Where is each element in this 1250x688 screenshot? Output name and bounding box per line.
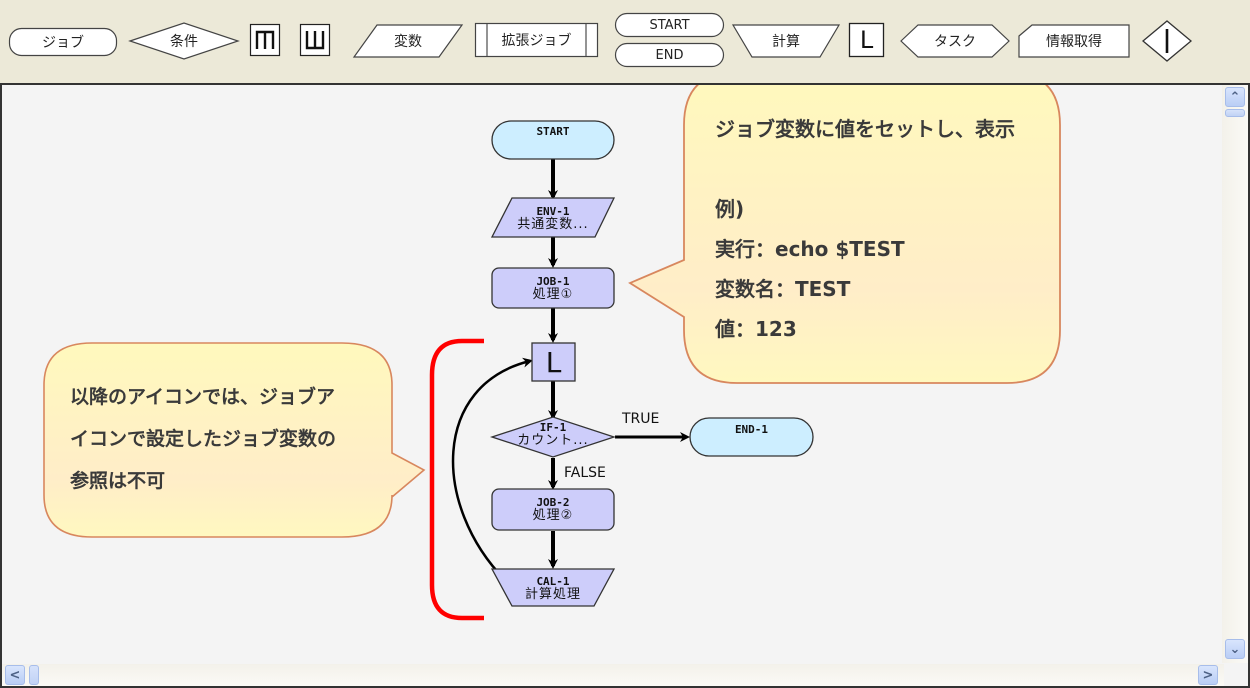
node-if1[interactable] bbox=[489, 416, 617, 458]
node-job2[interactable] bbox=[491, 488, 615, 531]
callout-left-line: 以降のアイコンでは、ジョブア bbox=[70, 386, 336, 408]
node-if1-title: IF-1 bbox=[539, 421, 567, 434]
extended-job-icon bbox=[474, 22, 599, 58]
start-terminal-icon bbox=[614, 12, 725, 38]
vertical-scrollbar[interactable]: ⌃ ⌄ bbox=[1222, 85, 1248, 663]
palette-start-label: START bbox=[649, 17, 690, 33]
node-cal1-label: CAL-1 計算処理 bbox=[502, 569, 604, 607]
node-cal1[interactable] bbox=[490, 568, 616, 607]
chevron-down-icon: ⌄ bbox=[1229, 641, 1241, 657]
callout-top-line: 実行：echo $TEST bbox=[715, 237, 905, 261]
job-rounded-rect-icon bbox=[8, 27, 118, 57]
chevron-left-icon: < bbox=[9, 667, 21, 683]
variable-parallelogram-icon bbox=[352, 24, 464, 58]
palette-extended-job-label: 拡張ジョブ bbox=[501, 33, 572, 49]
node-start-label: START bbox=[492, 121, 614, 141]
horizontal-scrollbar[interactable]: < > bbox=[2, 664, 1224, 686]
palette-calculation[interactable]: 計算 bbox=[731, 24, 841, 58]
callout-top-line bbox=[715, 153, 1015, 193]
node-loop-title: L bbox=[545, 345, 562, 379]
scroll-left-button[interactable]: < bbox=[5, 665, 25, 685]
palette-task-label: タスク bbox=[934, 34, 976, 50]
node-job1[interactable] bbox=[491, 267, 615, 309]
loop-end-bracket-icon bbox=[299, 23, 331, 57]
scroll-right-button[interactable]: > bbox=[1198, 665, 1218, 685]
node-start[interactable] bbox=[491, 120, 615, 160]
node-job1-label: JOB-1 処理① bbox=[492, 269, 614, 307]
chevron-up-icon: ⌃ bbox=[1229, 89, 1241, 105]
info-get-icon bbox=[1018, 24, 1130, 58]
palette-info-get-label: 情報取得 bbox=[1046, 34, 1102, 50]
palette-job-label: ジョブ bbox=[42, 35, 84, 51]
node-start-title: START bbox=[536, 124, 570, 138]
loop-scope-bracket bbox=[429, 338, 484, 621]
node-env1-label: ENV-1 共通変数... bbox=[497, 199, 609, 237]
callout-left-line: 参照は不可 bbox=[70, 470, 166, 492]
chevron-right-icon: > bbox=[1202, 667, 1214, 683]
vertical-scroll-thumb[interactable] bbox=[1225, 109, 1245, 117]
node-job2-sub: 処理② bbox=[532, 508, 574, 523]
node-env1-sub: 共通変数... bbox=[517, 217, 589, 232]
node-cal1-sub: 計算処理 bbox=[524, 587, 581, 602]
loop-icon bbox=[848, 22, 885, 58]
edge-cal1-loop-back bbox=[451, 357, 533, 581]
callout-left-line: イコンで設定したジョブ変数の bbox=[70, 428, 337, 450]
flow-canvas[interactable]: START ENV-1 共通変数... JOB-1 処理① L IF-1 カウン… bbox=[0, 83, 1250, 688]
loop-start-bracket-icon bbox=[249, 23, 281, 57]
palette-task[interactable]: タスク bbox=[900, 24, 1010, 58]
palette-loop-start[interactable] bbox=[249, 23, 281, 57]
node-env1[interactable] bbox=[490, 197, 616, 238]
scroll-up-button[interactable]: ⌃ bbox=[1225, 87, 1245, 107]
node-job2-label: JOB-2 処理② bbox=[492, 490, 614, 528]
palette-start[interactable]: START bbox=[614, 12, 725, 38]
palette-condition[interactable]: 条件 bbox=[128, 22, 240, 60]
task-hexagon-icon bbox=[900, 24, 1010, 58]
palette-info-get[interactable]: 情報取得 bbox=[1018, 24, 1130, 58]
horizontal-scroll-thumb[interactable] bbox=[29, 665, 39, 685]
node-end1-title: END-1 bbox=[734, 422, 769, 436]
palette-end[interactable]: END bbox=[614, 42, 725, 68]
flow-diagram bbox=[43, 85, 1061, 621]
callout-left bbox=[43, 342, 426, 538]
node-job2-title: JOB-2 bbox=[536, 496, 570, 509]
callout-top-text: ジョブ変数に値をセットし、表示 例) 実行：echo $TEST 変数名：TES… bbox=[715, 113, 1015, 353]
node-if1-sub: カウント... bbox=[517, 433, 589, 448]
palette-loop-label: L bbox=[859, 26, 874, 54]
callout-top-line: 値：123 bbox=[715, 317, 797, 341]
node-loop[interactable] bbox=[531, 342, 576, 382]
edge-label-true: TRUE bbox=[622, 411, 660, 427]
node-job1-title: JOB-1 bbox=[536, 275, 570, 288]
callout-top-line: 例) bbox=[715, 197, 745, 221]
palette-job[interactable]: ジョブ bbox=[8, 27, 118, 57]
node-env1-title: ENV-1 bbox=[536, 205, 570, 218]
palette-variable-label: 変数 bbox=[394, 34, 422, 50]
node-loop-label: L bbox=[532, 343, 575, 381]
condition-diamond-icon bbox=[128, 22, 240, 60]
palette-end-label: END bbox=[655, 47, 684, 63]
edge-label-false: FALSE bbox=[564, 465, 606, 481]
shape-palette-toolbar: ジョブ 条件 変数 拡張ジョブ START bbox=[0, 0, 1250, 82]
branch-diamond-icon bbox=[1141, 20, 1193, 62]
palette-condition-label: 条件 bbox=[170, 34, 198, 50]
scroll-down-button[interactable]: ⌄ bbox=[1225, 639, 1245, 659]
node-end1-label: END-1 bbox=[690, 418, 813, 440]
calculation-trapezoid-icon bbox=[731, 24, 841, 58]
palette-calculation-label: 計算 bbox=[772, 34, 800, 50]
palette-loop-end[interactable] bbox=[299, 23, 331, 57]
end-terminal-icon bbox=[614, 42, 725, 68]
node-job1-sub: 処理① bbox=[532, 287, 574, 302]
callout-left-text: 以降のアイコンでは、ジョブア イコンで設定したジョブ変数の 参照は不可 bbox=[70, 382, 336, 508]
node-if1-label: IF-1 カウント... bbox=[492, 417, 614, 451]
node-cal1-title: CAL-1 bbox=[536, 575, 570, 588]
palette-branch[interactable] bbox=[1141, 20, 1193, 62]
node-end1[interactable] bbox=[689, 417, 814, 457]
palette-loop[interactable]: L bbox=[848, 22, 885, 58]
flow-edges bbox=[451, 159, 690, 581]
palette-variable[interactable]: 変数 bbox=[352, 24, 464, 58]
callout-top-line: ジョブ変数に値をセットし、表示 bbox=[715, 117, 1015, 141]
callout-top bbox=[628, 85, 1061, 384]
callout-top-line: 変数名：TEST bbox=[715, 277, 851, 301]
palette-extended-job[interactable]: 拡張ジョブ bbox=[474, 22, 599, 58]
